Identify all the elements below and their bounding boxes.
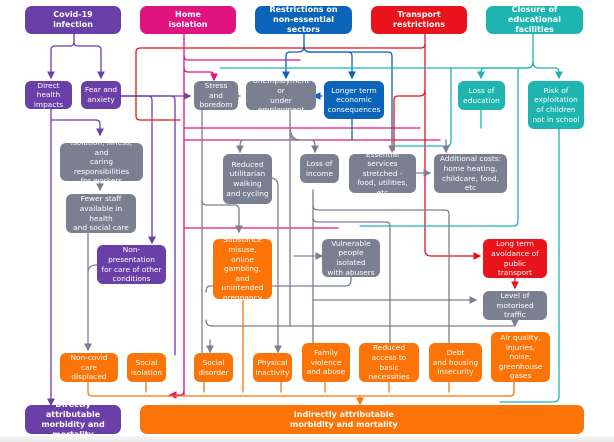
node-social-isolation: Social isolation	[127, 353, 166, 382]
node-direct-health-impacts: Direct health impacts	[25, 81, 72, 109]
node-avoidance-public-transport: Long term avoidance of public transport	[483, 239, 547, 278]
covid-edges	[47, 33, 192, 407]
education-edges	[219, 33, 563, 403]
node-physical-inactivity: Physical inactivity	[253, 353, 292, 382]
node-air-quality: Air quality, injuries, noise, greenhouse…	[491, 332, 550, 382]
node-indirectly-attributable: Indirectly attributable morbidity and mo…	[140, 405, 584, 434]
node-debt-housing: Debt and housing insecurity	[429, 343, 482, 382]
node-fear-anxiety: Fear and anxiety	[81, 81, 121, 109]
node-restrictions-non-essential: Restrictions on non-essential sectors	[255, 5, 352, 34]
node-directly-attributable: Directly attributable morbidity and mort…	[25, 400, 121, 439]
node-additional-costs: Additional costs: home heating, childcar…	[434, 154, 507, 193]
node-home-isolation: Home isolation	[140, 6, 236, 34]
node-family-violence: Family violence and abuse	[302, 343, 350, 382]
node-transport-restrictions: Transport restrictions	[371, 6, 467, 34]
node-stress-boredom: Stress and boredom	[194, 81, 238, 110]
transport-edges	[135, 33, 519, 290]
node-longer-term-economic: Longer term economic consequences	[324, 81, 384, 119]
bottom-shade	[0, 436, 614, 442]
node-isolation-illness-caring: Isolation, illness, and caring responsib…	[60, 138, 143, 185]
node-substance-misuse: Substance misuse, online gambling, and u…	[213, 235, 272, 302]
node-motorised-traffic: Level of motorised traffic	[483, 291, 547, 320]
node-social-disorder: Social disorder	[194, 353, 233, 382]
node-unemployment: Unemployment or under employment	[246, 76, 316, 114]
node-non-presentation: Non-presentation for care of other condi…	[97, 245, 166, 284]
node-reduced-walking-cycling: Reduced utilitarian walking and cycling	[223, 154, 272, 204]
node-reduced-access: Reduced access to basic necessities	[359, 343, 419, 382]
outcome-edges	[87, 299, 515, 406]
node-risk-exploitation: Risk of exploitation of children not in …	[528, 81, 584, 129]
node-covid-infection: Covid-19 infection	[25, 6, 121, 34]
node-vulnerable-people: Vulnerable people isolated with abusers	[322, 239, 380, 277]
node-closure-education: Closure of educational facilities	[486, 5, 583, 34]
home-isolation-edges	[168, 33, 441, 399]
node-loss-of-education: Loss of education	[458, 81, 505, 110]
node-fewer-staff: Fewer staff available in health and soci…	[66, 194, 136, 233]
node-loss-of-income: Loss of income	[300, 154, 339, 183]
intermediate-edges	[84, 92, 519, 361]
node-essential-services: Essential services stretched - food, uti…	[349, 150, 416, 197]
node-non-covid-care-displaced: Non-covid care displaced	[60, 353, 118, 382]
